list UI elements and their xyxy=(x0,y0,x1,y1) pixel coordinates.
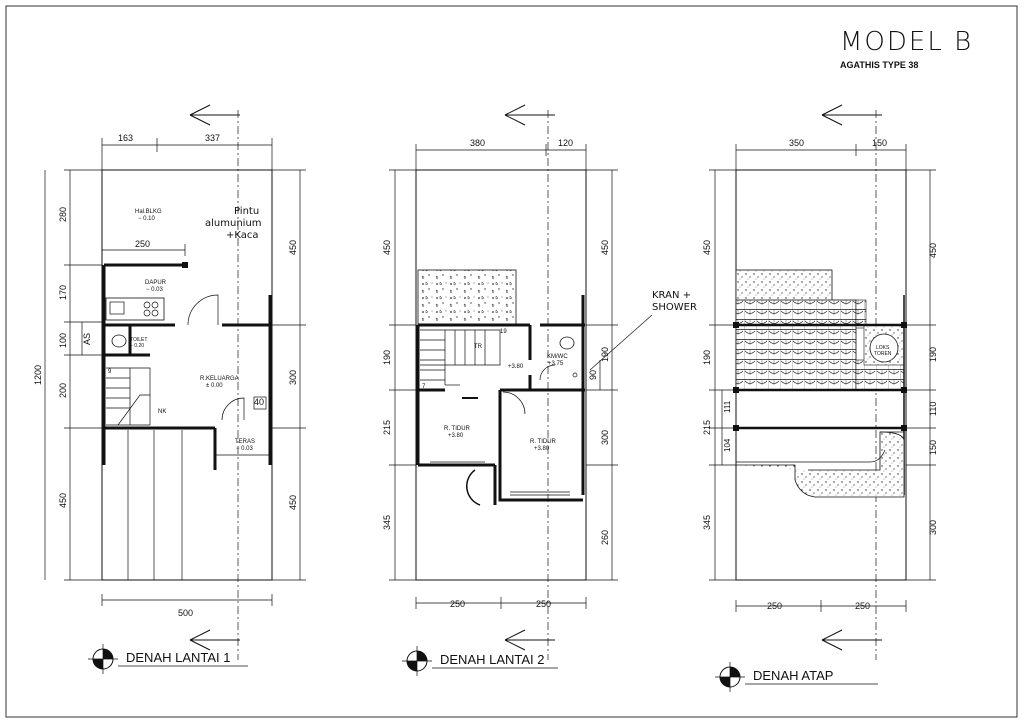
room-hal-blkg-level: − 0.10 xyxy=(138,216,156,222)
dim-200: 200 xyxy=(58,383,68,398)
dim-163: 163 xyxy=(118,133,133,143)
dim-1200: 1200 xyxy=(33,365,43,385)
dim-250a: 250 xyxy=(767,601,782,611)
label-denah-atap: DENAH ATAP xyxy=(753,668,833,683)
label-denah-lantai-1: DENAH LANTAI 1 xyxy=(126,650,231,665)
north-marker-1 xyxy=(88,644,248,674)
level-380: +3.80 xyxy=(508,364,524,370)
dim-r450: 450 xyxy=(928,243,938,258)
label-7: 7 xyxy=(422,384,426,390)
dim-120: 120 xyxy=(558,138,573,148)
room-teras: TERAS xyxy=(235,439,255,445)
label-loks: LOKS xyxy=(876,345,890,351)
dim-190: 190 xyxy=(702,350,712,365)
dim-345: 345 xyxy=(702,515,712,530)
dim-170: 170 xyxy=(58,285,68,300)
label-denah-lantai-2: DENAH LANTAI 2 xyxy=(440,652,545,667)
north-marker-3 xyxy=(715,662,878,692)
note-pintu: Pintu xyxy=(234,206,259,217)
room-hal-blkg: Hal.BLKG xyxy=(135,209,162,215)
north-marker-2 xyxy=(402,646,558,676)
room-toilet-level: − 0.20 xyxy=(130,343,144,349)
dim-450: 450 xyxy=(382,240,392,255)
section-arrow-bottom xyxy=(504,629,555,651)
dim-r300: 300 xyxy=(288,370,298,385)
dim-215: 215 xyxy=(382,420,392,435)
dim-450: 450 xyxy=(702,240,712,255)
label-nk: NK xyxy=(158,409,166,415)
dim-r450: 450 xyxy=(600,240,610,255)
dim-250a: 250 xyxy=(450,599,465,609)
dim-r260: 260 xyxy=(600,530,610,545)
dim-150: 150 xyxy=(872,138,887,148)
note-shower: SHOWER xyxy=(652,302,697,313)
room-tidur-2: R. TIDUR xyxy=(530,439,557,445)
section-arrow-top xyxy=(504,104,555,126)
dim-450: 450 xyxy=(58,493,68,508)
dim-380: 380 xyxy=(470,138,485,148)
dim-r190: 190 xyxy=(600,347,610,362)
dim-111: 111 xyxy=(723,400,732,413)
dim-r110: 110 xyxy=(928,402,938,416)
floor-plan-2: 380 120 250 250 450 190 215 345 450 190 … xyxy=(382,104,697,676)
dim-r90: 90 xyxy=(588,370,598,380)
room-tidur-1: R. TIDUR xyxy=(444,426,471,432)
label-as: AS xyxy=(82,333,92,345)
label-toren: TOREN xyxy=(874,351,892,357)
dim-337: 337 xyxy=(205,133,220,143)
note-alumunium: alumunium xyxy=(205,218,262,229)
room-tidur-2-level: +3.80 xyxy=(534,446,550,452)
type-subtitle: AGATHIS TYPE 38 xyxy=(840,60,918,70)
dim-r450b: 450 xyxy=(288,495,298,510)
section-arrow-top xyxy=(189,104,240,126)
dim-104: 104 xyxy=(723,438,732,452)
room-toilet: TOILET xyxy=(130,337,147,343)
sheet-border xyxy=(5,5,1018,718)
dim-500: 500 xyxy=(178,608,193,618)
room-keluarga-level: ± 0.00 xyxy=(206,383,223,389)
dim-190: 190 xyxy=(382,350,392,365)
room-tidur-1-level: +3.80 xyxy=(448,433,464,439)
roof-plan: 350 150 250 250 450 190 111 215 104 345 … xyxy=(702,104,938,692)
note-kaca: +Kaca xyxy=(226,230,259,241)
model-title: MODEL B xyxy=(840,27,973,57)
dim-r190: 190 xyxy=(928,347,938,362)
dim-250b: 250 xyxy=(855,601,870,611)
dim-r150: 150 xyxy=(928,440,938,455)
room-kmwc: KM/WC xyxy=(547,354,568,360)
section-arrow-bottom xyxy=(821,629,882,651)
dim-r450: 450 xyxy=(288,240,298,255)
label-40: 40 xyxy=(254,397,264,407)
note-kran: KRAN + xyxy=(652,290,691,301)
dim-215: 215 xyxy=(702,420,712,435)
room-dapur-level: − 0.03 xyxy=(146,287,164,293)
dim-100: 100 xyxy=(58,333,68,348)
room-teras-level: − 0.03 xyxy=(236,446,254,452)
dim-250b: 250 xyxy=(536,599,551,609)
dim-280: 280 xyxy=(58,207,68,222)
dim-r300: 300 xyxy=(928,520,938,535)
dim-350: 350 xyxy=(789,138,804,148)
section-arrow-top xyxy=(821,104,882,126)
room-kmwc-level: +3.75 xyxy=(548,361,564,367)
floor-plan-1: 163 337 250 500 280 170 100 200 450 1200… xyxy=(33,104,306,674)
dim-250: 250 xyxy=(135,239,150,249)
label-9: 9 xyxy=(108,369,112,375)
room-keluarga: R.KELUARGA xyxy=(200,376,239,382)
room-dapur: DAPUR xyxy=(145,280,167,286)
dim-r300: 300 xyxy=(600,430,610,445)
label-tr: TR xyxy=(474,344,483,350)
section-arrow-bottom xyxy=(189,629,240,651)
dim-345: 345 xyxy=(382,515,392,530)
label-19: 19 xyxy=(500,329,507,335)
